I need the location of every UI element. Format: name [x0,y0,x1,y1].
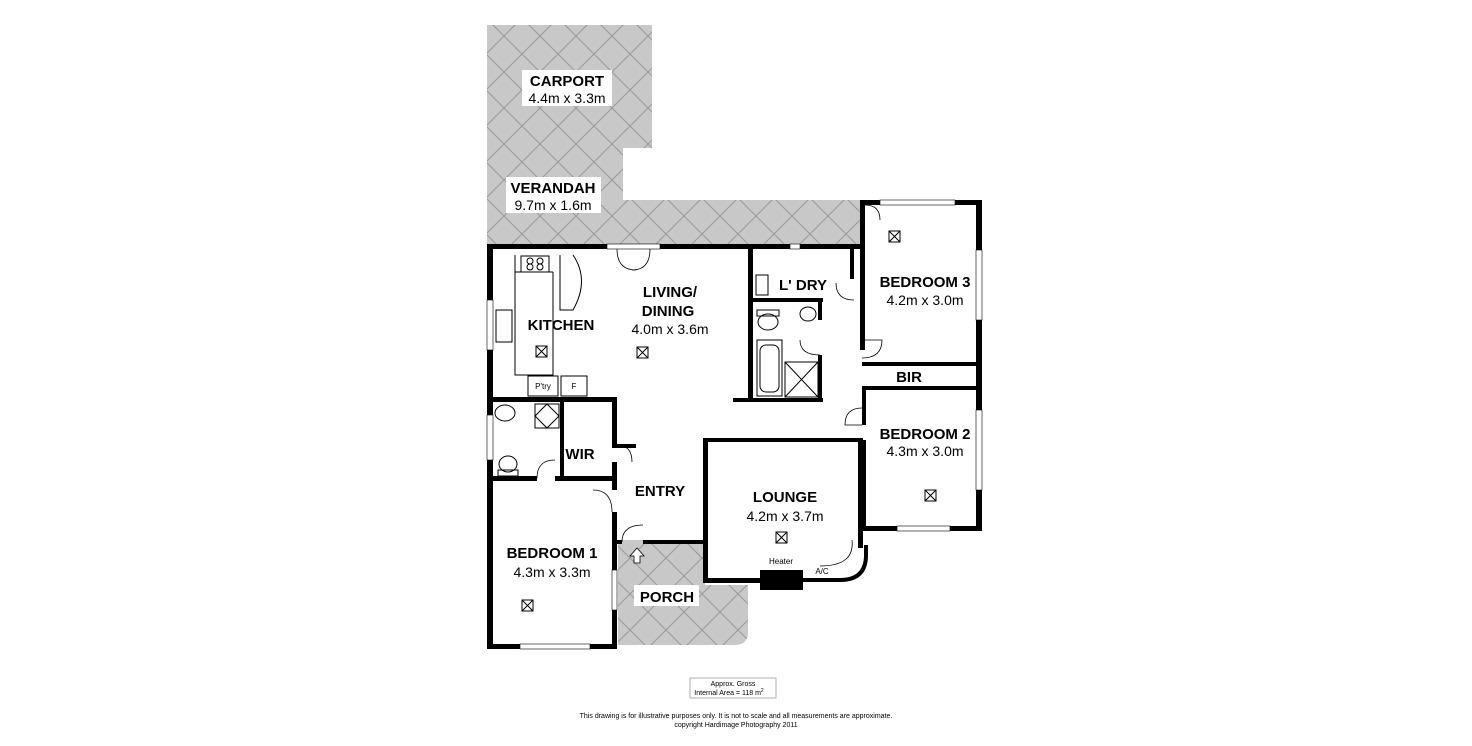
porch-label: PORCH [640,589,694,606]
disclaimer-line2: copyright Hardimage Photography 2011 [674,722,797,729]
ac-label: A/C [815,567,829,576]
light-marker-lounge [775,531,788,544]
light-marker-living [636,346,649,359]
bedroom3-dims: 4.2m x 3.0m [886,292,963,308]
laundry-label: L' DRY [779,277,827,294]
lounge-dims: 4.2m x 3.7m [746,508,823,524]
verandah-dims: 9.7m x 1.6m [514,197,591,213]
wir-label: WIR [565,446,594,463]
bedroom1-dims: 4.3m x 3.3m [513,564,590,580]
fridge-label: F [572,382,577,391]
light-marker-bedroom3 [888,230,901,243]
verandah-label: VERANDAH [510,180,595,197]
lounge-label: LOUNGE [753,489,817,506]
disclaimer-line1: This drawing is for illustrative purpose… [580,713,893,720]
light-marker-kitchen [535,345,548,358]
living-dims: 4.0m x 3.6m [631,321,708,337]
pantry-label: P'try [535,382,551,391]
entrance-arrow-icon [629,547,645,564]
light-marker-bedroom1 [521,599,534,612]
bedroom1-label: BEDROOM 1 [507,545,598,562]
living-label-2: DINING [642,303,695,320]
area-line1: Approx. Gross [711,681,756,688]
kitchen-label: KITCHEN [528,317,595,334]
bedroom2-label: BEDROOM 2 [880,426,971,443]
carport-dims: 4.4m x 3.3m [528,90,605,106]
heater-label: Heater [769,557,793,566]
entry-label: ENTRY [635,483,685,500]
carport-label: CARPORT [530,73,604,90]
bedroom2-dims: 4.3m x 3.0m [886,443,963,459]
light-marker-bedroom2 [924,489,937,502]
area-box [689,677,777,699]
bedroom3-label: BEDROOM 3 [880,274,971,291]
area-line2: Internal Area = 118 m2 [694,688,764,697]
bir-label: BIR [896,369,922,386]
living-label-1: LIVING/ [643,284,698,301]
area-superscript: 2 [761,688,764,694]
